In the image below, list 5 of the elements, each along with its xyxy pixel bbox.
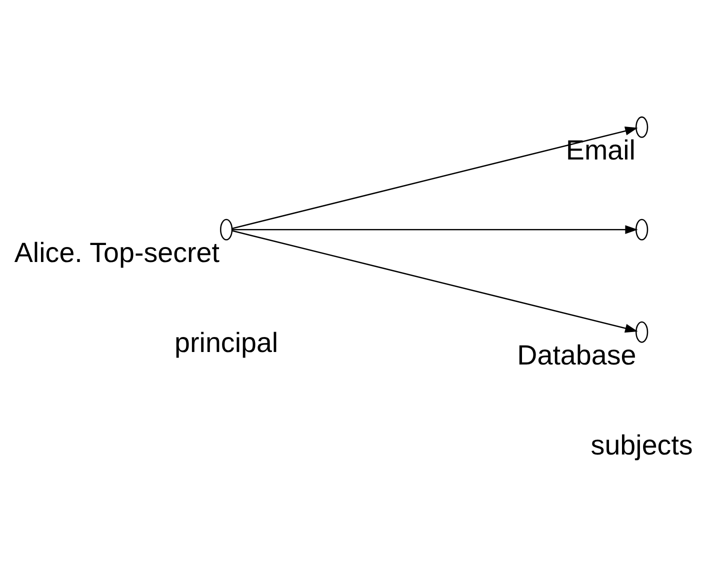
node-label: Database: [517, 338, 636, 370]
node-label: Email: [566, 134, 636, 166]
node-label: Alice. Top-secret: [14, 236, 220, 268]
label: subjects: [590, 428, 693, 460]
label: principal: [174, 326, 278, 358]
